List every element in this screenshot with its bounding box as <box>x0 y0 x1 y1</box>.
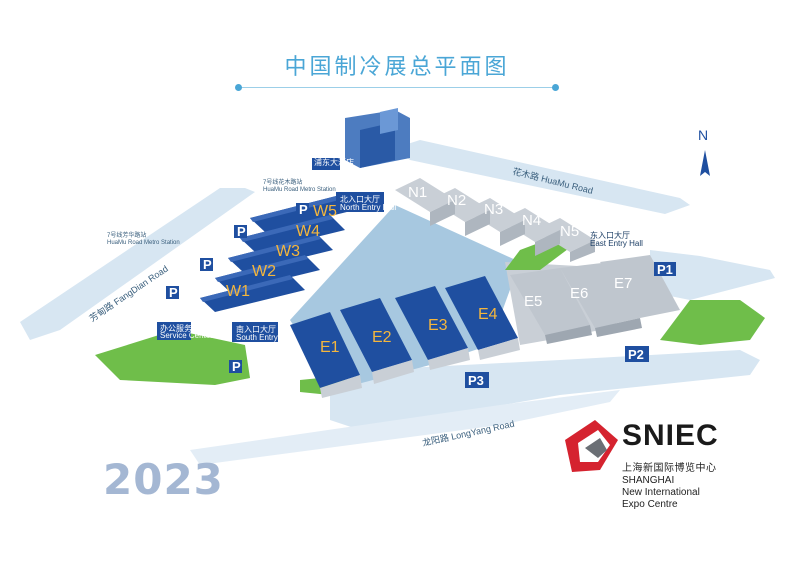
hall-e4: E4 <box>478 306 498 323</box>
logo-cn: 上海新国际博览中心 <box>622 463 717 474</box>
hall-w1: W1 <box>226 283 250 300</box>
hall-n5: N5 <box>560 223 579 240</box>
parking-w5: P <box>296 202 309 217</box>
svg-text:P1: P1 <box>657 262 673 277</box>
green-southwest <box>95 330 250 385</box>
sniec-logo: SNIEC 上海新国际博览中心 SHANGHAI New Internation… <box>548 415 748 525</box>
hall-n1: N1 <box>408 184 427 201</box>
east-blue-halls <box>290 276 520 398</box>
south-entry-en: South Entry Hall <box>236 333 294 342</box>
svg-text:P3: P3 <box>468 373 484 388</box>
logo-en-line-1: SHANGHAI <box>622 475 675 486</box>
metro2-label-cn: 7号线芳华路站 <box>107 231 146 239</box>
office-label-cn: 浦东大酒店 <box>314 157 354 167</box>
south-road <box>330 350 760 430</box>
map-title-text: 中国制冷展总平面图 <box>284 55 510 80</box>
hall-e7: E7 <box>614 275 632 292</box>
logo-brand: SNIEC <box>622 419 719 452</box>
north-entry-cn: 北入口大厅 <box>340 194 380 204</box>
svg-text:P: P <box>237 224 246 239</box>
north-halls <box>395 178 595 262</box>
parking-w2: P <box>166 285 179 300</box>
title-dot-left <box>235 84 242 91</box>
compass: N <box>698 127 710 176</box>
green-east <box>660 300 765 345</box>
north-entry-en: North Entry Hall <box>340 203 397 212</box>
hall-w4: W4 <box>296 223 320 240</box>
svg-text:P: P <box>169 285 178 300</box>
parking-p2: P2 <box>625 346 649 362</box>
logo-en-line-2: New International <box>622 487 700 498</box>
north-road <box>395 140 690 214</box>
west-hall-tops <box>200 195 343 302</box>
service-center-cn: 办公服务 <box>160 323 192 333</box>
metro-label-en: HuaMu Road Metro Station <box>263 187 336 193</box>
year-label: 2023 <box>103 455 224 504</box>
service-center-en: Service Center <box>160 331 213 340</box>
svg-text:P2: P2 <box>628 347 644 362</box>
south-road-lower <box>190 390 620 465</box>
south-entry-box <box>232 322 278 342</box>
hall-e6: E6 <box>570 285 588 302</box>
east-entry-cn: 东入口大厅 <box>590 230 630 240</box>
title-dot-right <box>552 84 559 91</box>
hall-w2: W2 <box>252 263 276 280</box>
hall-w3: W3 <box>276 243 300 260</box>
hall-n2: N2 <box>447 192 466 209</box>
parking-w3: P <box>200 257 213 272</box>
metro2-label-en: HuaMu Road Metro Station <box>107 240 180 246</box>
north-arrow-icon <box>700 150 710 176</box>
hall-e2: E2 <box>372 329 392 346</box>
east-grey-halls <box>510 255 680 344</box>
svg-text:P: P <box>232 359 241 374</box>
hall-w5: W5 <box>313 203 337 220</box>
office-label-box <box>312 158 340 170</box>
south-entry-cn: 南入口大厅 <box>236 324 276 334</box>
parking-w4: P <box>234 224 247 239</box>
hall-e5: E5 <box>524 293 542 310</box>
compass-label: N <box>698 127 708 143</box>
parking-south: P <box>229 359 242 374</box>
parking-p3: P3 <box>465 372 489 388</box>
east-road <box>650 250 775 300</box>
office-tower <box>345 108 410 168</box>
metro-label-cn: 7号线花木路站 <box>263 178 302 186</box>
svg-text:P: P <box>203 257 212 272</box>
service-center-box <box>157 322 191 340</box>
sniec-logo-mark <box>565 420 618 472</box>
west-road <box>20 188 255 340</box>
title-underline <box>237 87 557 88</box>
west-halls <box>200 195 355 312</box>
hall-e3: E3 <box>428 317 448 334</box>
hall-n4: N4 <box>522 212 541 229</box>
hall-n3: N3 <box>484 201 503 218</box>
svg-text:P: P <box>299 202 308 217</box>
parking-p1: P1 <box>654 262 676 277</box>
east-entry-en: East Entry Hall <box>590 239 643 248</box>
north-entry-box <box>336 192 384 212</box>
logo-en-line-3: Expo Centre <box>622 499 678 510</box>
logo-en: SHANGHAI New International Expo Centre <box>622 475 700 511</box>
map-title: 中国制冷展总平面图 <box>227 52 567 92</box>
hall-e1: E1 <box>320 339 340 356</box>
